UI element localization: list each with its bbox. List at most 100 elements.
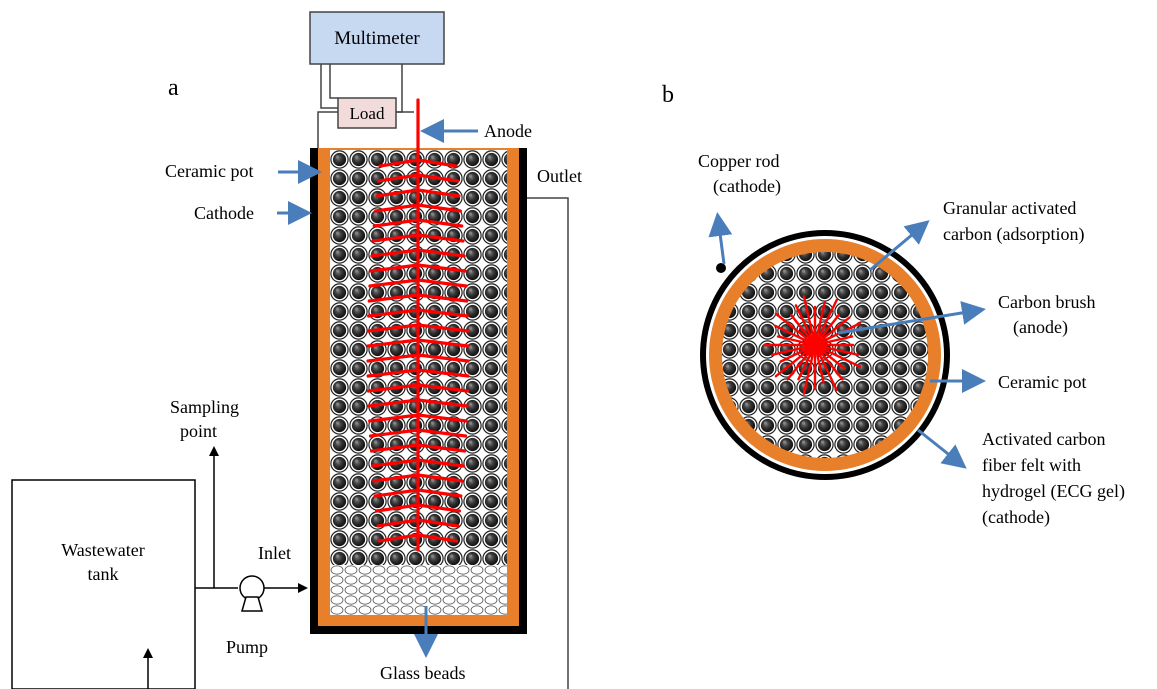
wastewater-tank-label-line1: Wastewater (61, 540, 145, 560)
gac-label-line1: Granular activated (943, 198, 1076, 218)
brush-bristle (416, 443, 467, 453)
pump-icon (239, 575, 265, 612)
panel-a: a Multimeter Load (11, 11, 582, 689)
brush-bristle (774, 312, 817, 347)
brush-bristle (367, 398, 420, 408)
brush-bristle (416, 488, 463, 498)
glass-beads-label: Glass beads (380, 663, 465, 683)
brush-bristle (416, 473, 464, 483)
brush-bristle (790, 314, 817, 347)
brush-bristle (802, 295, 817, 347)
brush-bristle (377, 533, 420, 543)
brush-bristle (369, 443, 420, 453)
copper-rod-label-line2: (cathode) (713, 176, 781, 197)
brush-bristle (374, 203, 420, 213)
brush-bristle (416, 413, 468, 423)
brush-bristle (372, 473, 420, 483)
outlet-pipe (527, 197, 569, 689)
multimeter-label: Multimeter (334, 28, 420, 49)
brush-bristle (813, 298, 838, 347)
brush-bristle (372, 218, 420, 228)
brush-bristle (416, 248, 466, 258)
brush-bristle (416, 428, 468, 438)
brush-bristle (813, 316, 851, 347)
brush-bristle (416, 278, 468, 288)
gac-arrow (869, 220, 930, 272)
copper-rod-arrow (708, 212, 733, 265)
glass-beads-layer (330, 565, 507, 615)
brush-bristle (813, 335, 854, 347)
brush-bristle (779, 343, 817, 363)
brush-bristle (416, 503, 462, 513)
brush-bristle (416, 383, 470, 393)
copper-rod-dot (716, 263, 726, 273)
inlet-label: Inlet (258, 543, 291, 563)
brush-bristle (366, 383, 420, 393)
brush-bristle (786, 343, 817, 381)
brush-bristle (813, 343, 838, 392)
brush-bristle (416, 353, 470, 363)
brush-bristle (416, 263, 467, 273)
circuit-wires (317, 64, 414, 150)
panel-a-letter: a (168, 75, 179, 101)
brush-bristle (378, 158, 420, 168)
brush-bristle (770, 343, 817, 356)
brush-bristle (416, 233, 465, 243)
brush-bristle (794, 304, 817, 347)
brush-bristle (416, 323, 470, 333)
copper-rod-label-line1: Copper rod (698, 151, 779, 171)
brush-bristle (416, 188, 461, 198)
brush-bristle (367, 308, 420, 318)
anode-label: Anode (484, 121, 532, 141)
brush-bristle (774, 324, 817, 347)
brush-bristle (416, 218, 464, 228)
panel-b: b Copper rod (cathode) Granular activate… (662, 82, 1125, 528)
sampling-point-label-line2: point (180, 421, 217, 441)
brush-bristle (813, 300, 826, 347)
outlet-label: Outlet (537, 166, 582, 186)
wastewater-tank-label-line2: tank (88, 564, 119, 584)
brush-bristle (813, 343, 846, 370)
brush-bristle (374, 503, 420, 513)
brush-bristle (366, 353, 420, 363)
brush-bristle (376, 173, 420, 183)
gac-label-line2: carbon (adsorption) (943, 224, 1084, 245)
brush-bristle (368, 428, 420, 438)
brush-bristle (416, 368, 470, 378)
brush-bristle (416, 398, 469, 408)
brush-bristle (375, 188, 420, 198)
brush-bristle (376, 518, 420, 528)
brush-bristle (366, 323, 420, 333)
brush-bristle (416, 158, 458, 168)
brush-bristle (367, 293, 420, 303)
cathode-label: Cathode (194, 203, 254, 223)
brush-bristle (813, 314, 840, 347)
brush-bristle (416, 458, 465, 468)
carbon-brush-section (763, 295, 862, 395)
brush-bristle (373, 488, 420, 498)
multimeter: Multimeter (309, 11, 445, 65)
brush-bristle (774, 343, 817, 378)
brush-bristle (370, 248, 420, 258)
carbon-brush-arrow (837, 301, 986, 335)
brush-bristle (813, 343, 825, 384)
load-label: Load (350, 104, 385, 123)
ceramic-pot-b-label: Ceramic pot (998, 372, 1086, 392)
brush-bristle (776, 335, 817, 347)
brush-bristle (416, 338, 470, 348)
granular-carbon-section (722, 252, 928, 458)
brush-bristle (368, 413, 420, 423)
brush-bristle (368, 278, 420, 288)
brush-bristle (813, 322, 862, 347)
brush-bristle (371, 458, 420, 468)
brush-bristle (366, 368, 420, 378)
acff-label-line3: hydrogel (ECG gel) (982, 481, 1125, 502)
acff-label-line2: fiber felt with (982, 455, 1081, 475)
pump-label: Pump (226, 637, 268, 657)
brush-bristle (813, 343, 860, 356)
acff-arrow (917, 428, 967, 469)
ceramic-pot-label: Ceramic pot (165, 161, 253, 181)
wastewater-tank (11, 479, 196, 689)
brush-bristle (366, 338, 420, 348)
